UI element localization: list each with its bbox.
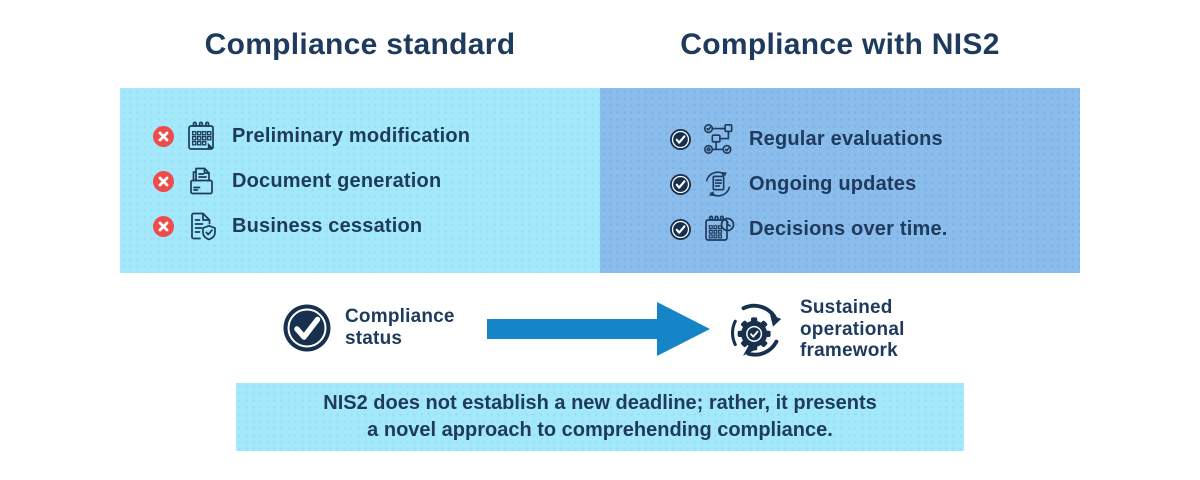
list-item: Business cessation xyxy=(153,209,470,243)
list-item: Ongoing updates xyxy=(670,167,948,201)
list-item-label: Regular evaluations xyxy=(749,127,943,150)
list-item: Document generation xyxy=(153,164,470,198)
cross-circle-icon xyxy=(153,170,174,192)
list-item-label: Business cessation xyxy=(232,214,423,237)
compliance-standard-panel: Preliminary modification Docum xyxy=(120,88,600,273)
sustained-framework-label: Sustained operational framework xyxy=(800,297,905,361)
list-item: Preliminary modification xyxy=(153,119,470,153)
list-item-label: Decisions over time. xyxy=(749,217,948,240)
list-item-label: Preliminary modification xyxy=(232,124,471,147)
list-item-label: Document generation xyxy=(232,169,442,192)
left-column-title: Compliance standard xyxy=(204,28,516,61)
arrow-right-icon xyxy=(487,302,710,356)
compliance-nis2-panel: Regular evaluations Ongoing up xyxy=(600,88,1080,273)
document-generation-icon xyxy=(184,164,218,198)
process-check-icon xyxy=(701,122,735,156)
list-item-label: Ongoing updates xyxy=(749,172,917,195)
right-column-title: Compliance with NIS2 xyxy=(680,28,1000,61)
check-circle-icon xyxy=(670,173,691,195)
right-item-list: Regular evaluations Ongoing up xyxy=(670,122,948,246)
cross-circle-icon xyxy=(153,215,174,237)
compliance-status-check-icon xyxy=(283,304,331,352)
check-circle-icon xyxy=(670,128,691,150)
document-refresh-icon xyxy=(701,167,735,201)
nis2-banner-text: NIS2 does not establish a new deadline; … xyxy=(323,392,877,441)
calendar-clock-icon xyxy=(701,212,735,246)
gear-sync-icon xyxy=(727,299,789,361)
document-shield-icon xyxy=(184,209,218,243)
nis2-banner: NIS2 does not establish a new deadline; … xyxy=(236,383,964,451)
compliance-status-label: Compliance status xyxy=(345,306,455,349)
left-item-list: Preliminary modification Docum xyxy=(153,119,470,243)
cross-circle-icon xyxy=(153,125,174,147)
calendar-edit-icon xyxy=(184,119,218,153)
check-circle-icon xyxy=(670,218,691,240)
list-item: Regular evaluations xyxy=(670,122,948,156)
list-item: Decisions over time. xyxy=(670,212,948,246)
